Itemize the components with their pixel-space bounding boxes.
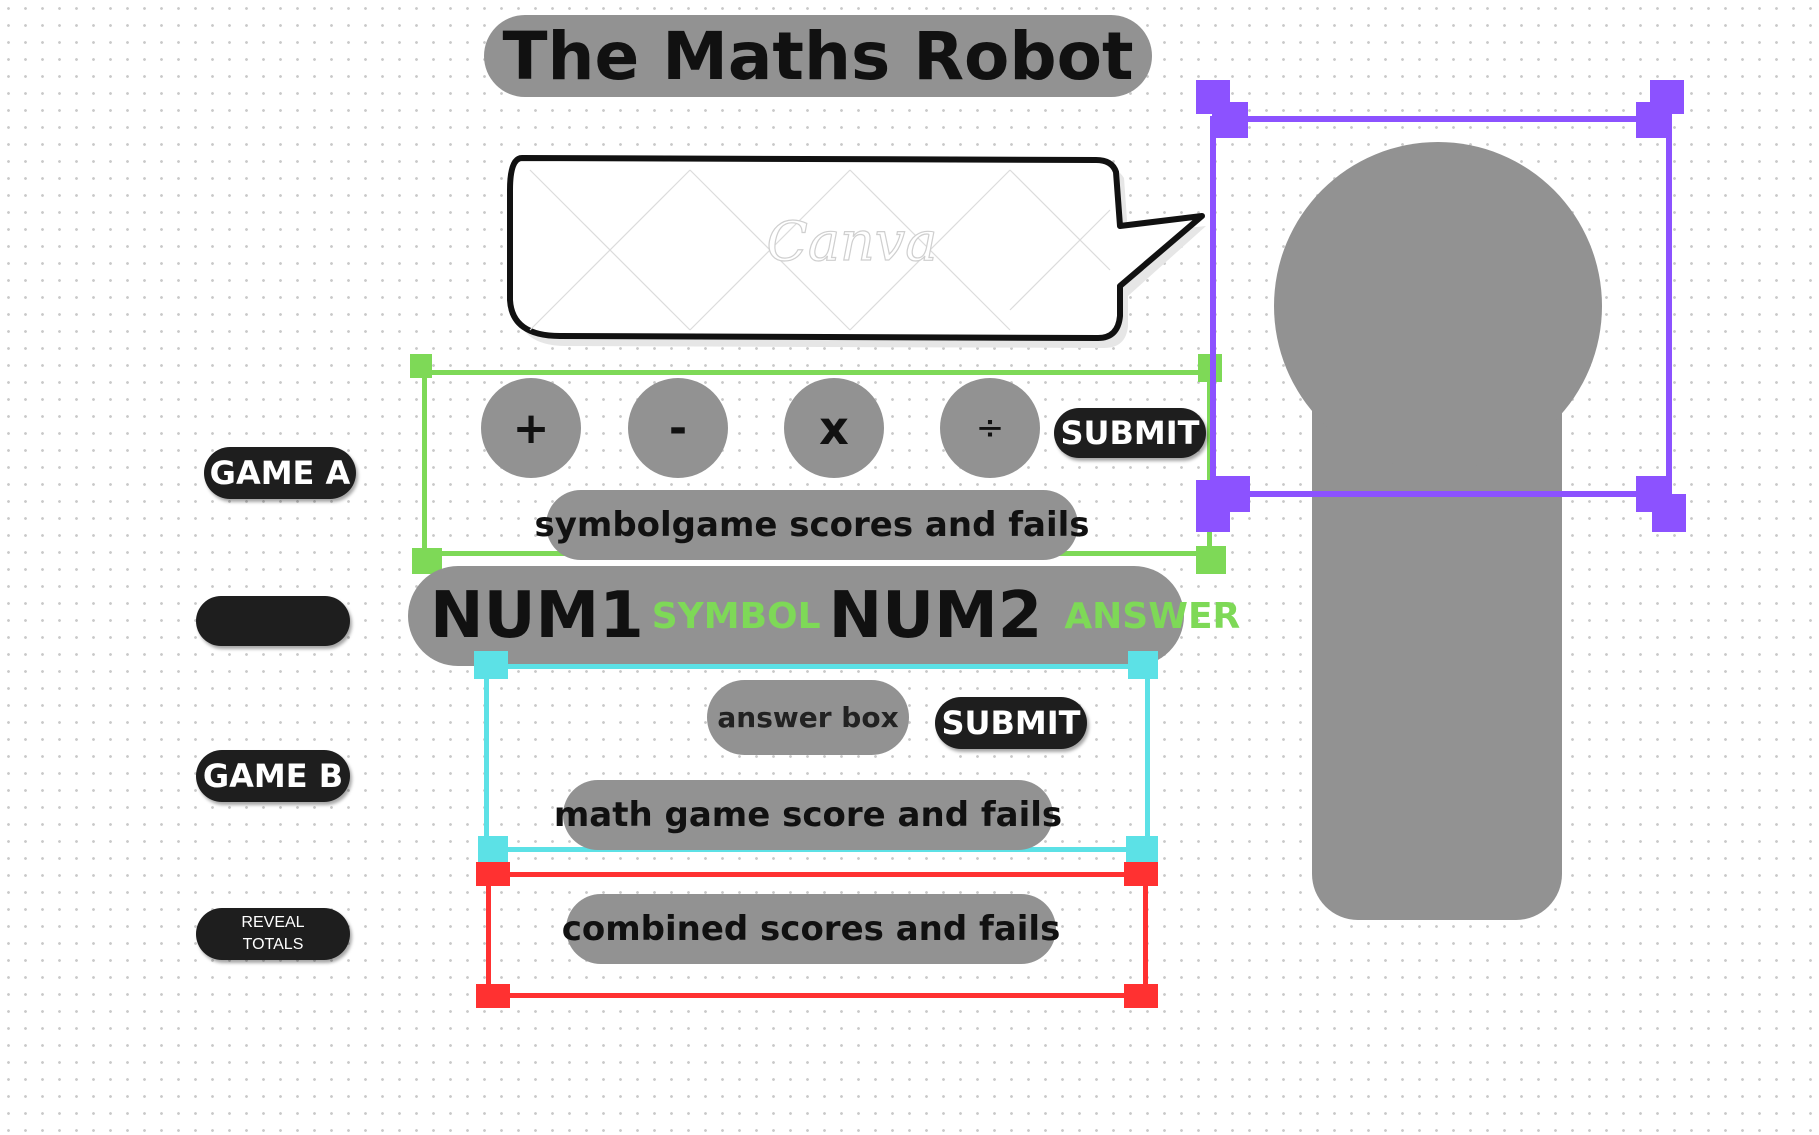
robot-head <box>1274 142 1602 470</box>
game-b-score: math game score and fails <box>554 780 1062 850</box>
plus-label: + <box>512 402 550 454</box>
game-a-submit-label: SUBMIT <box>1060 414 1200 452</box>
blank-button[interactable] <box>196 596 350 646</box>
minus-label: - <box>668 402 688 454</box>
game-a-label: GAME A <box>209 454 351 492</box>
game-b-frame-handle <box>474 651 508 679</box>
totals-frame-handle <box>1124 862 1158 886</box>
page-title: The Maths Robot <box>484 15 1152 97</box>
plus-button[interactable]: + <box>481 378 581 478</box>
multiply-label: x <box>819 401 849 455</box>
game-a-frame-handle <box>410 354 432 378</box>
divide-button[interactable]: ÷ <box>940 378 1040 478</box>
answer-box-placeholder: answer box <box>717 701 899 734</box>
game-a-score-text: symbolgame scores and fails <box>534 505 1090 545</box>
game-b-submit-label: SUBMIT <box>941 704 1081 742</box>
robot-head-frame-handle <box>1214 476 1250 512</box>
game-a-frame-handle <box>1196 546 1226 574</box>
symbol-label: SYMBOL <box>651 595 821 637</box>
answer-label: ANSWER <box>1064 595 1241 637</box>
speech-bubble: Canva <box>507 155 1206 348</box>
combined-score: combined scores and fails <box>562 894 1060 964</box>
game-a-submit-button[interactable]: SUBMIT <box>1054 408 1206 458</box>
answer-box[interactable]: answer box <box>707 680 909 755</box>
robot-head-frame-handle <box>1212 102 1248 138</box>
game-a-button[interactable]: GAME A <box>204 447 356 499</box>
game-b-frame-handle <box>1128 651 1158 679</box>
reveal-totals-line1: REVEAL <box>241 914 305 931</box>
game-b-frame-handle <box>478 836 508 864</box>
minus-button[interactable]: - <box>628 378 728 478</box>
totals-frame-handle <box>1124 984 1158 1008</box>
totals-frame <box>486 872 1148 998</box>
totals-frame-handle <box>476 862 510 886</box>
game-b-button[interactable]: GAME B <box>196 750 350 802</box>
equation-bar: NUM1 SYMBOL NUM2 ANSWER <box>408 566 1240 666</box>
divide-label: ÷ <box>975 408 1005 448</box>
robot-head-frame-handle <box>1652 494 1686 532</box>
multiply-button[interactable]: x <box>784 378 884 478</box>
totals-frame-handle <box>476 984 510 1008</box>
game-b-score-text: math game score and fails <box>553 795 1063 835</box>
num1-label: NUM1 <box>430 579 644 653</box>
num2-label: NUM2 <box>828 579 1043 653</box>
game-a-score: symbolgame scores and fails <box>534 490 1090 560</box>
game-b-label: GAME B <box>202 757 344 795</box>
game-b-submit-button[interactable]: SUBMIT <box>935 697 1087 749</box>
robot-head-frame-handle <box>1636 102 1672 138</box>
robot-body <box>1312 380 1562 920</box>
robot-head-frame <box>1210 116 1672 497</box>
page-title-text: The Maths Robot <box>502 17 1134 95</box>
speech-bubble-watermark: Canva <box>767 210 938 273</box>
game-b-frame-handle <box>1126 836 1158 864</box>
reveal-totals-line2: TOTALS <box>242 936 304 953</box>
reveal-totals-button[interactable]: REVEAL TOTALS <box>196 908 350 960</box>
combined-score-text: combined scores and fails <box>561 909 1061 949</box>
watermark-pattern <box>529 169 1111 331</box>
